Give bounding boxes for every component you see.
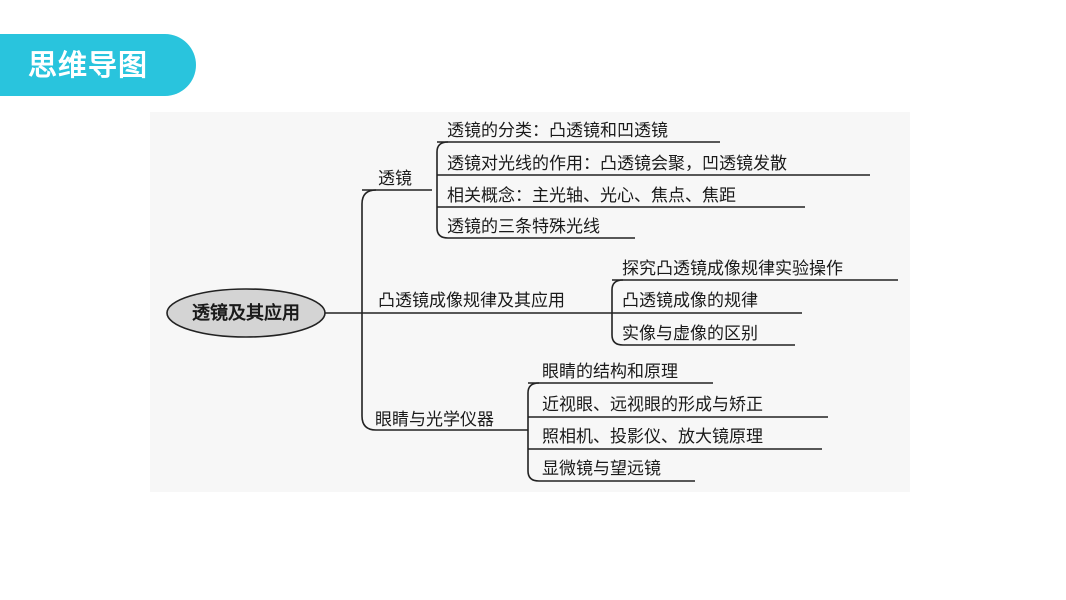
leaf-lens-special-rays: 透镜的三条特殊光线 — [447, 217, 600, 237]
leaf-imaging-experiment: 探究凸透镜成像规律实验操作 — [622, 259, 843, 279]
mind-map-diagram: 透镜及其应用 透镜 透镜的分类：凸透镜和凹透镜 透镜对光线的作用：凸透镜会聚，凹… — [150, 112, 910, 492]
leaf-imaging-real-virtual: 实像与虚像的区别 — [622, 324, 758, 344]
leaf-lens-classification: 透镜的分类：凸透镜和凹透镜 — [447, 121, 668, 141]
branch-label-lens: 透镜 — [378, 169, 412, 189]
root-node-label: 透镜及其应用 — [192, 302, 300, 324]
leaf-eye-microscope-telescope: 显微镜与望远镜 — [542, 459, 661, 479]
branch-label-eye: 眼睛与光学仪器 — [375, 410, 494, 430]
leaf-eye-instruments: 照相机、投影仪、放大镜原理 — [542, 427, 763, 447]
leaf-eye-structure: 眼睛的结构和原理 — [542, 362, 678, 382]
section-title-tab: 思维导图 — [0, 34, 196, 96]
leaf-lens-effect-on-light: 透镜对光线的作用：凸透镜会聚，凹透镜发散 — [447, 154, 787, 174]
branch-bracket-lens — [436, 141, 449, 239]
branch-label-imaging: 凸透镜成像规律及其应用 — [378, 291, 565, 311]
main-bracket — [361, 189, 377, 431]
leaf-lens-concepts: 相关概念：主光轴、光心、焦点、焦距 — [447, 185, 736, 206]
leaf-eye-myopia-hyperopia: 近视眼、远视眼的形成与矫正 — [542, 395, 763, 415]
branch-bracket-eye — [527, 382, 540, 482]
leaf-imaging-rules: 凸透镜成像的规律 — [622, 291, 758, 311]
mind-map-svg: 透镜及其应用 透镜 透镜的分类：凸透镜和凹透镜 透镜对光线的作用：凸透镜会聚，凹… — [166, 121, 898, 482]
